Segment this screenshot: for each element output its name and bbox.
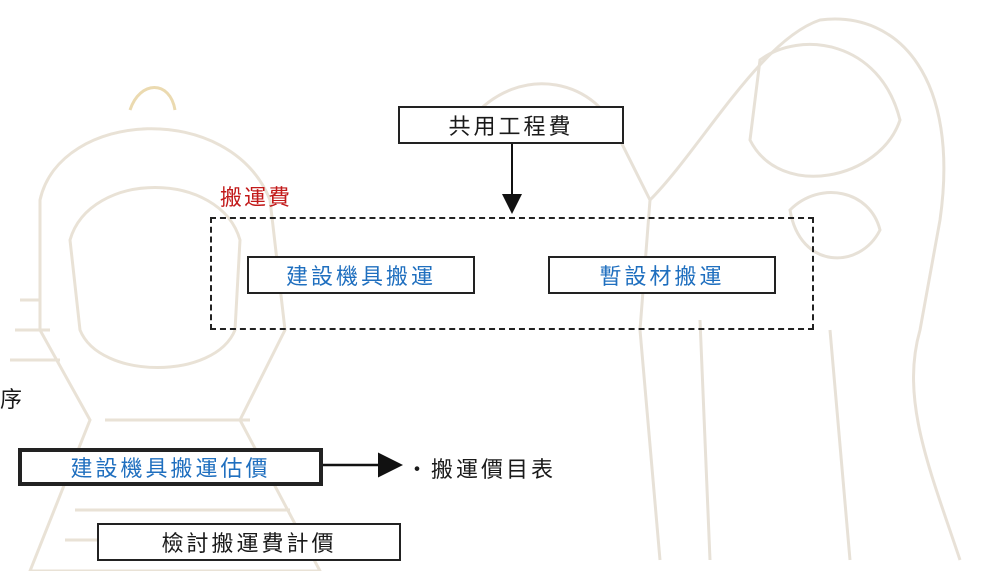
group-item-equipment-label: 建設機具搬運 (285, 265, 436, 290)
estimate-output-text: ・搬運價目表 (406, 458, 557, 483)
estimate-box: 建設機具搬運估價 (18, 448, 323, 486)
top-box: 共用工程費 (398, 106, 624, 144)
transport-cost-group (210, 217, 814, 330)
group-item-temporary-material-label: 暫設材搬運 (599, 265, 725, 290)
estimate-box-label: 建設機具搬運估價 (70, 457, 271, 482)
group-label: 搬運費 (220, 186, 293, 211)
group-item-temporary-material: 暫設材搬運 (548, 256, 776, 294)
top-box-label: 共用工程費 (448, 115, 574, 140)
review-box-label: 檢討搬運費計價 (161, 532, 337, 557)
group-item-equipment: 建設機具搬運 (247, 256, 475, 294)
left-partial-text: 序 (0, 388, 26, 413)
review-box: 檢討搬運費計價 (97, 523, 401, 561)
